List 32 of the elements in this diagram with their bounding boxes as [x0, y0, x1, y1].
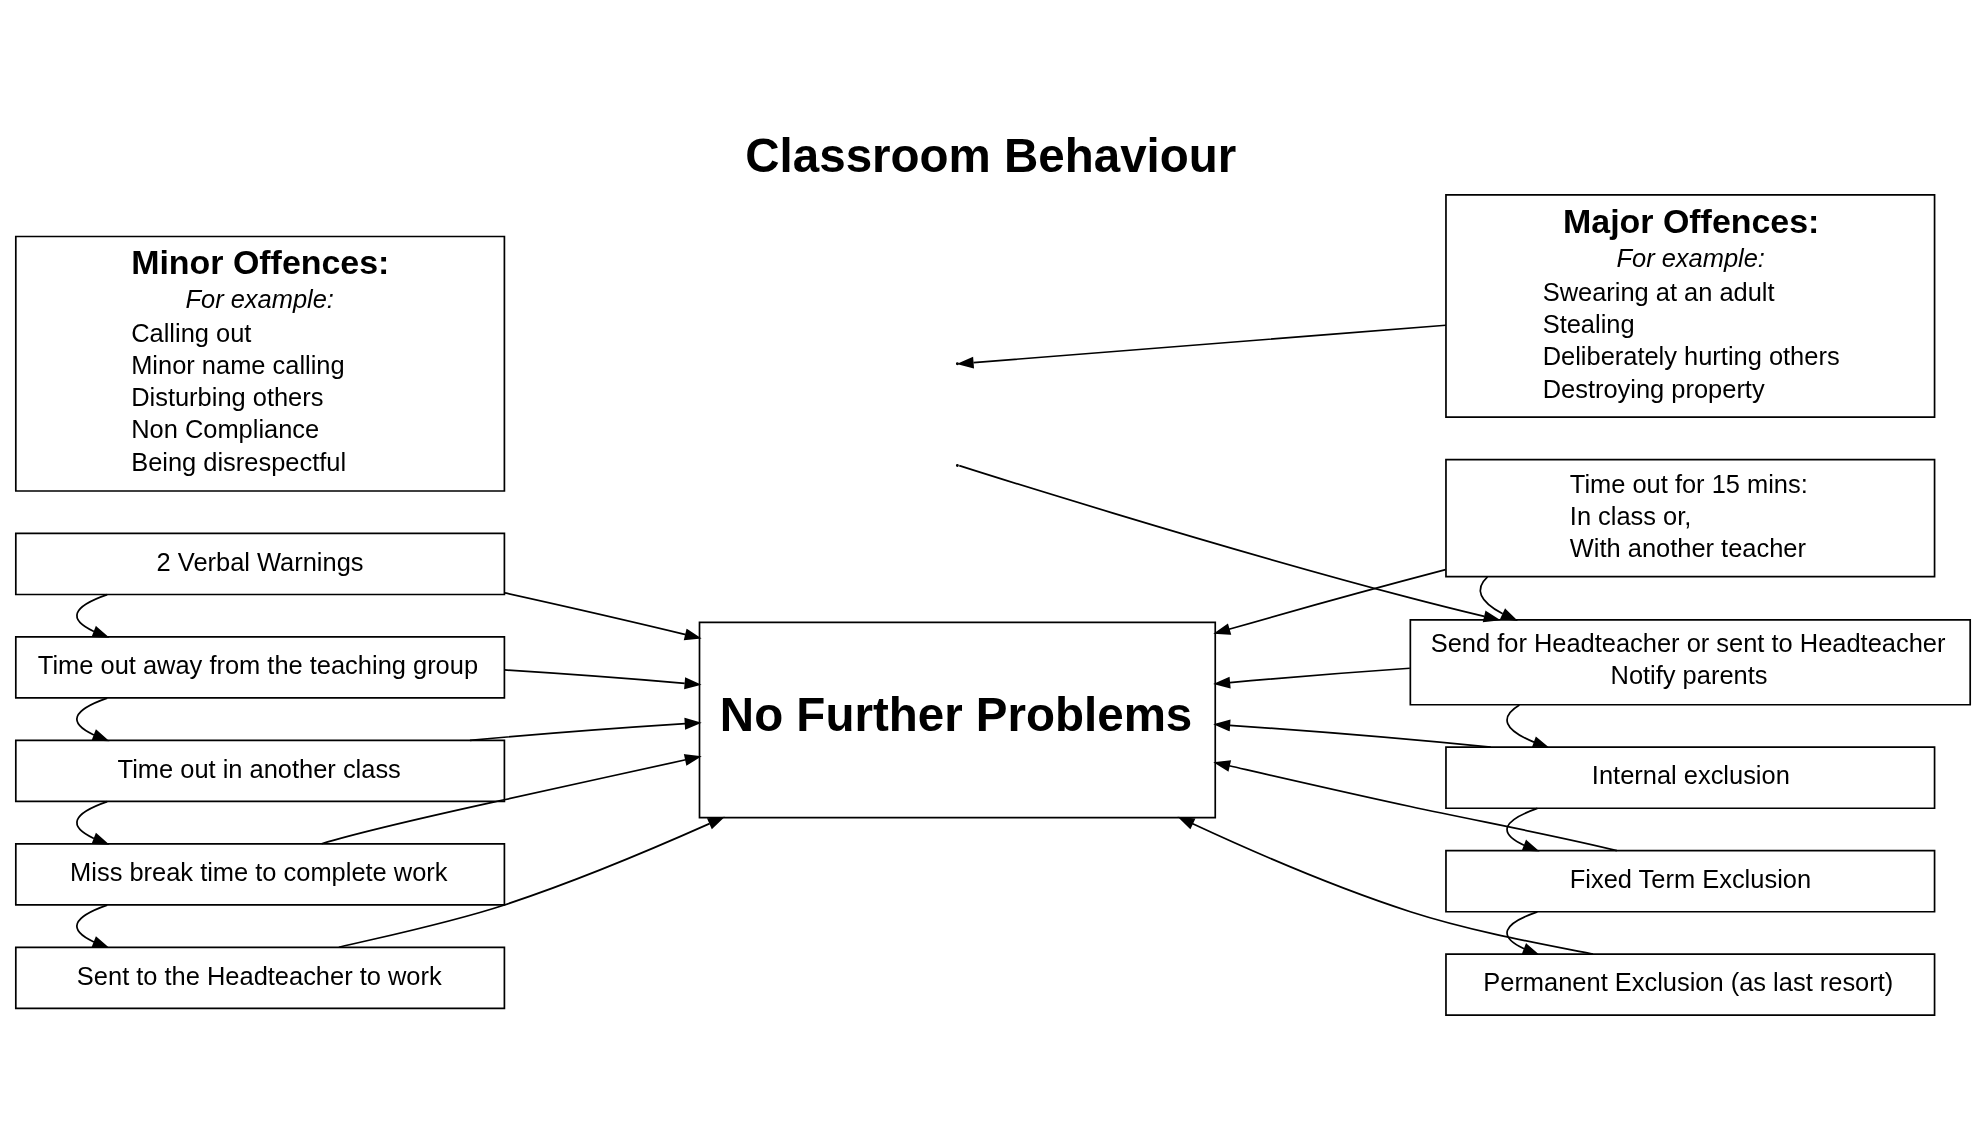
node-box: Major Offences: For example: Swearing at an adult Stealing Deliberately hurting others Destroying property	[1445, 194, 1936, 419]
node-box: Sent to the Headteacher to work	[14, 946, 506, 1010]
arrow	[958, 464, 1501, 623]
arrow	[504, 592, 702, 641]
arrow	[76, 593, 110, 638]
node-box: Miss break time to complete work	[14, 843, 506, 906]
arrow	[503, 669, 702, 690]
node-box: No Further Problems	[698, 621, 1217, 819]
node-box: Send for Headteacher or sent to Headteacher Notify parents	[1409, 619, 1972, 706]
arrow	[1213, 719, 1492, 748]
node-box: Time out away from the teaching group	[14, 636, 506, 699]
node-box: Internal exclusion	[1445, 746, 1936, 810]
node-box: Time out for 15 mins: In class or, With another teacher	[1445, 458, 1936, 578]
arrow	[1213, 760, 1618, 852]
arrow	[1479, 576, 1518, 623]
arrow	[1213, 667, 1411, 689]
arrow	[1506, 807, 1540, 852]
arrow	[1177, 816, 1594, 955]
node-box: Permanent Exclusion (as last resort)	[1445, 953, 1936, 1017]
arrow	[1213, 568, 1447, 635]
arrow	[76, 800, 110, 845]
arrow	[469, 717, 702, 742]
arrow	[1506, 704, 1550, 748]
node-box: Time out in another class	[14, 739, 506, 803]
diagram-title: Classroom Behaviour	[745, 128, 1237, 182]
arrow	[1506, 911, 1540, 955]
node-box: 2 Verbal Warnings	[14, 532, 506, 596]
node-box: Fixed Term Exclusion	[1445, 849, 1936, 913]
node-box: Minor Offences: For example: Calling out Minor name calling Disturbing others Non Compliance Being disrespectful	[14, 235, 506, 492]
arrow	[956, 324, 1447, 369]
arrow	[320, 754, 702, 845]
arrow	[338, 816, 725, 949]
